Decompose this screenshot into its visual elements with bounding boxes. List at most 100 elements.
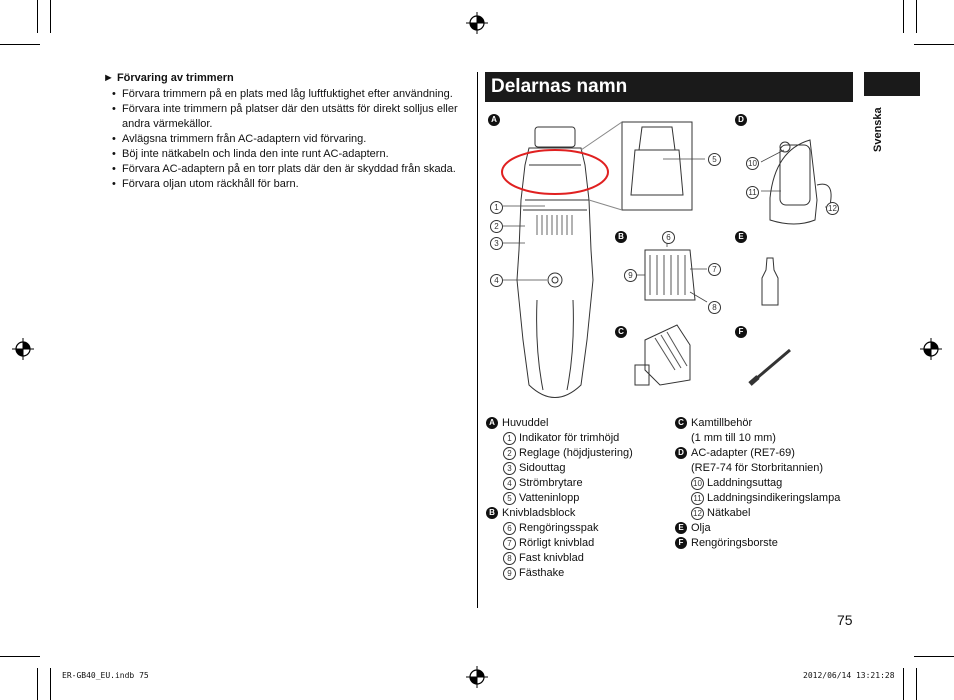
legend-marker: 8 xyxy=(503,552,516,565)
crop-mark xyxy=(914,656,954,657)
crop-mark xyxy=(914,44,954,45)
callout-3: 3 xyxy=(490,237,503,250)
comb-attachment-drawing xyxy=(634,324,691,386)
language-label: Svenska xyxy=(872,107,884,152)
legend-text: Nätkabel xyxy=(707,507,751,519)
legend-text: Laddningsuttag xyxy=(707,477,783,489)
crop-mark xyxy=(903,668,904,700)
legend-marker: 1 xyxy=(503,432,516,445)
callout-12: 12 xyxy=(826,202,839,215)
legend-marker: 4 xyxy=(503,477,516,490)
legend-marker: 7 xyxy=(503,537,516,550)
figure-label-d: D xyxy=(735,114,747,126)
legend-text: Strömbrytare xyxy=(519,477,583,489)
callout-10: 10 xyxy=(746,157,759,170)
oil-bottle-drawing xyxy=(761,257,779,306)
legend-marker: 9 xyxy=(503,567,516,580)
legend-marker: 5 xyxy=(503,492,516,505)
list-item: Avlägsna trimmern från AC-adaptern vid f… xyxy=(112,132,472,147)
legend-text: Rengöringsspak xyxy=(519,522,599,534)
figure-label-e: E xyxy=(735,231,747,243)
legend-text: Reglage (höjdjustering) xyxy=(519,447,633,459)
list-item: Förvara AC-adaptern på en torr plats där… xyxy=(112,162,472,177)
legend-marker: 10 xyxy=(691,477,704,490)
callout-7: 7 xyxy=(708,263,721,276)
section-title: Delarnas namn xyxy=(491,76,628,97)
column-divider xyxy=(477,72,478,608)
legend-marker: F xyxy=(675,537,687,549)
legend-marker: E xyxy=(675,522,687,534)
crop-mark xyxy=(50,0,51,33)
legend-row: (RE7-74 för Storbritannien) xyxy=(674,461,852,476)
detail-inset-frame xyxy=(621,121,693,211)
callout-11: 11 xyxy=(746,186,759,199)
legend-text: Olja xyxy=(691,522,711,534)
legend-text: Sidouttag xyxy=(519,462,566,474)
parts-illustration xyxy=(501,121,835,398)
cleaning-brush-drawing xyxy=(748,348,791,386)
legend-row: E Olja xyxy=(674,521,852,536)
legend-text: Huvuddel xyxy=(502,417,549,429)
list-item: Förvara trimmern på en plats med låg luf… xyxy=(112,87,472,102)
crop-mark xyxy=(37,668,38,700)
legend-marker: 3 xyxy=(503,462,516,475)
legend-text: AC-adapter (RE7-69) xyxy=(691,447,795,459)
list-item: Förvara inte trimmern på platser där den… xyxy=(112,102,472,132)
footer-date: 2012/06/14 13:21:28 xyxy=(803,671,895,680)
figure-label-a: A xyxy=(488,114,500,126)
legend-text: Fast knivblad xyxy=(519,552,584,564)
crop-mark xyxy=(37,0,38,33)
legend-marker: D xyxy=(675,447,687,459)
storage-heading: ► Förvaring av trimmern xyxy=(103,72,234,84)
legend-text: (RE7-74 för Storbritannien) xyxy=(691,462,824,474)
registration-mark-icon xyxy=(12,338,34,360)
legend-row: C Kamtillbehör xyxy=(674,416,852,431)
legend-text: Indikator för trimhöjd xyxy=(519,432,620,444)
legend-marker: B xyxy=(486,507,498,519)
legend-text: Vatteninlopp xyxy=(519,492,580,504)
crop-mark xyxy=(50,668,51,700)
legend-marker: 6 xyxy=(503,522,516,535)
callout-5: 5 xyxy=(708,153,721,166)
legend-right: C Kamtillbehör (1 mm till 10 mm) D AC-adap… xyxy=(674,416,852,551)
footer-file: ER-GB40_EU.indb 75 xyxy=(62,671,149,680)
legend-text: Kamtillbehör xyxy=(691,417,753,429)
crop-mark xyxy=(903,0,904,33)
language-tab xyxy=(864,72,920,96)
legend-text: Laddningsindikeringslampa xyxy=(707,492,841,504)
ac-adapter-drawing xyxy=(769,139,832,225)
registration-mark-icon xyxy=(920,338,942,360)
legend-marker: A xyxy=(486,417,498,429)
callout-4: 4 xyxy=(490,274,503,287)
registration-mark-icon xyxy=(466,12,488,34)
legend-text: Fästhake xyxy=(519,567,565,579)
list-item: Förvara oljan utom räckhåll för barn. xyxy=(112,177,472,192)
legend-row: D AC-adapter (RE7-69) xyxy=(674,446,852,461)
section-title-bar xyxy=(485,72,853,102)
storage-list: Förvara trimmern på en plats med låg luf… xyxy=(112,87,472,192)
legend-row: (1 mm till 10 mm) xyxy=(674,431,852,446)
crop-mark xyxy=(0,656,40,657)
figure-label-c: C xyxy=(615,326,627,338)
legend-marker: C xyxy=(675,417,687,429)
legend-row: A Huvuddel xyxy=(485,416,670,431)
callout-9: 9 xyxy=(624,269,637,282)
callout-2: 2 xyxy=(490,220,503,233)
figure-label-f: F xyxy=(735,326,747,338)
legend-text: Knivbladsblock xyxy=(502,507,576,519)
callout-1: 1 xyxy=(490,201,503,214)
